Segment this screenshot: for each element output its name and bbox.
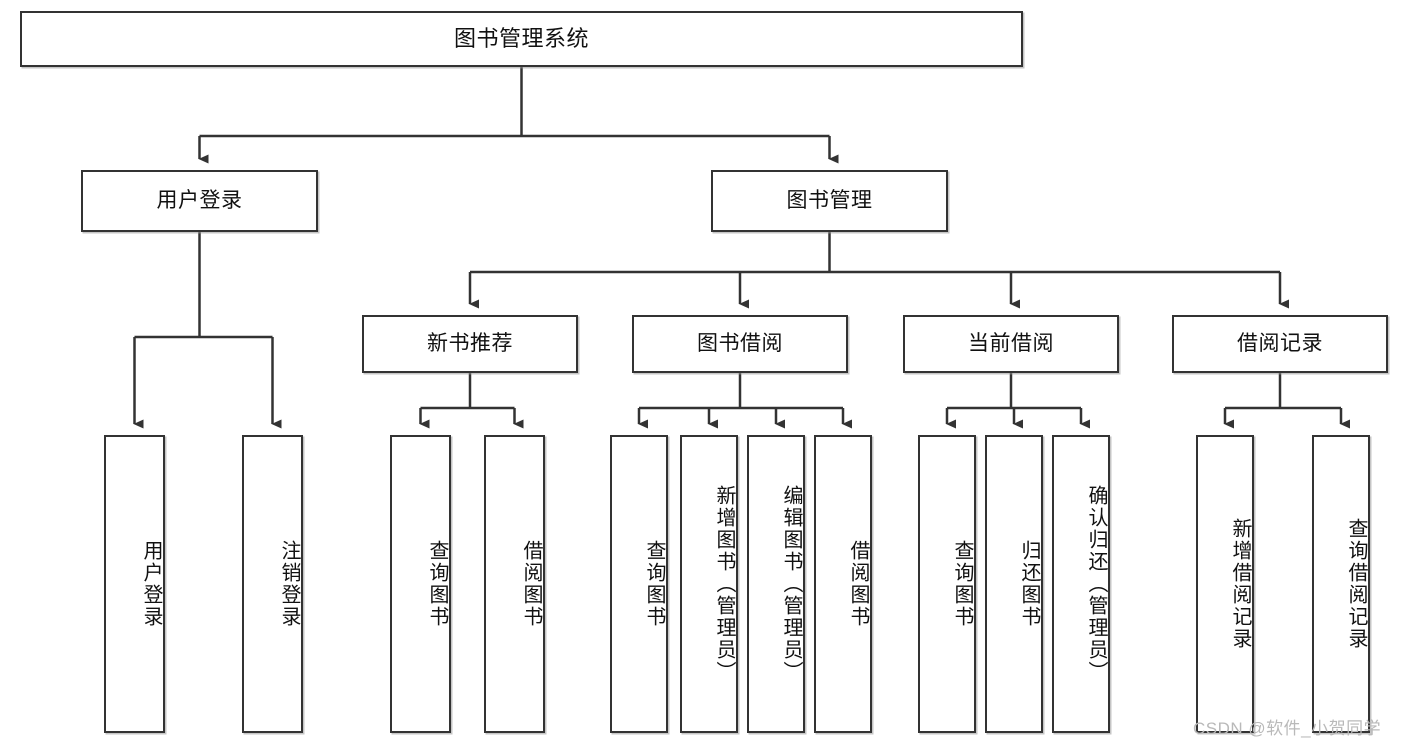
node-label: 新增借阅记录 [1229,518,1251,650]
node-leaf-borrow-book[interactable]: 借阅图书 [814,435,872,733]
node-current-borrow[interactable]: 当前借阅 [903,315,1119,373]
node-leaf-user-logout[interactable]: 注销登录 [242,435,303,733]
node-root[interactable]: 图书管理系统 [20,11,1023,67]
node-leaf-edit-book-admin[interactable]: 编辑图书（管理员） [747,435,805,733]
node-label: 用户登录 [156,189,243,213]
node-label: 借阅记录 [1237,332,1323,356]
node-label: 当前借阅 [968,332,1054,356]
watermark-text: CSDN @软件_小贺同学 [1193,719,1382,738]
node-leaf-query-book-borrow[interactable]: 查询图书 [610,435,668,733]
node-user-login[interactable]: 用户登录 [81,170,318,232]
node-label: 借阅图书 [520,540,542,628]
node-label: 确认归还（管理员） [1085,485,1107,683]
node-label: 图书借阅 [697,332,783,356]
node-label: 用户登录 [140,540,162,628]
node-borrow-record[interactable]: 借阅记录 [1172,315,1388,373]
node-label: 新增图书（管理员） [713,485,735,683]
node-label: 归还图书 [1018,540,1040,628]
node-label: 编辑图书（管理员） [780,485,802,683]
node-label: 查询图书 [951,540,973,628]
node-label: 查询借阅记录 [1345,518,1367,650]
node-label: 查询图书 [643,540,665,628]
node-leaf-user-login[interactable]: 用户登录 [104,435,165,733]
node-label: 图书管理系统 [453,25,589,51]
node-leaf-return-book[interactable]: 归还图书 [985,435,1043,733]
node-book-manage[interactable]: 图书管理 [711,170,948,232]
node-leaf-borrow-book-rec[interactable]: 借阅图书 [484,435,545,733]
node-leaf-add-borrow-record[interactable]: 新增借阅记录 [1196,435,1254,733]
node-new-book-recommend[interactable]: 新书推荐 [362,315,578,373]
node-leaf-add-book-admin[interactable]: 新增图书（管理员） [680,435,738,733]
node-book-borrow[interactable]: 图书借阅 [632,315,848,373]
node-label: 查询图书 [426,540,448,628]
node-leaf-query-book-rec[interactable]: 查询图书 [390,435,451,733]
node-label: 图书管理 [786,189,873,213]
node-label: 借阅图书 [847,540,869,628]
node-label: 新书推荐 [427,332,513,356]
node-leaf-confirm-return-admin[interactable]: 确认归还（管理员） [1052,435,1110,733]
node-label: 注销登录 [278,540,300,628]
node-leaf-query-borrow-record[interactable]: 查询借阅记录 [1312,435,1370,733]
node-leaf-query-book-cur[interactable]: 查询图书 [918,435,976,733]
